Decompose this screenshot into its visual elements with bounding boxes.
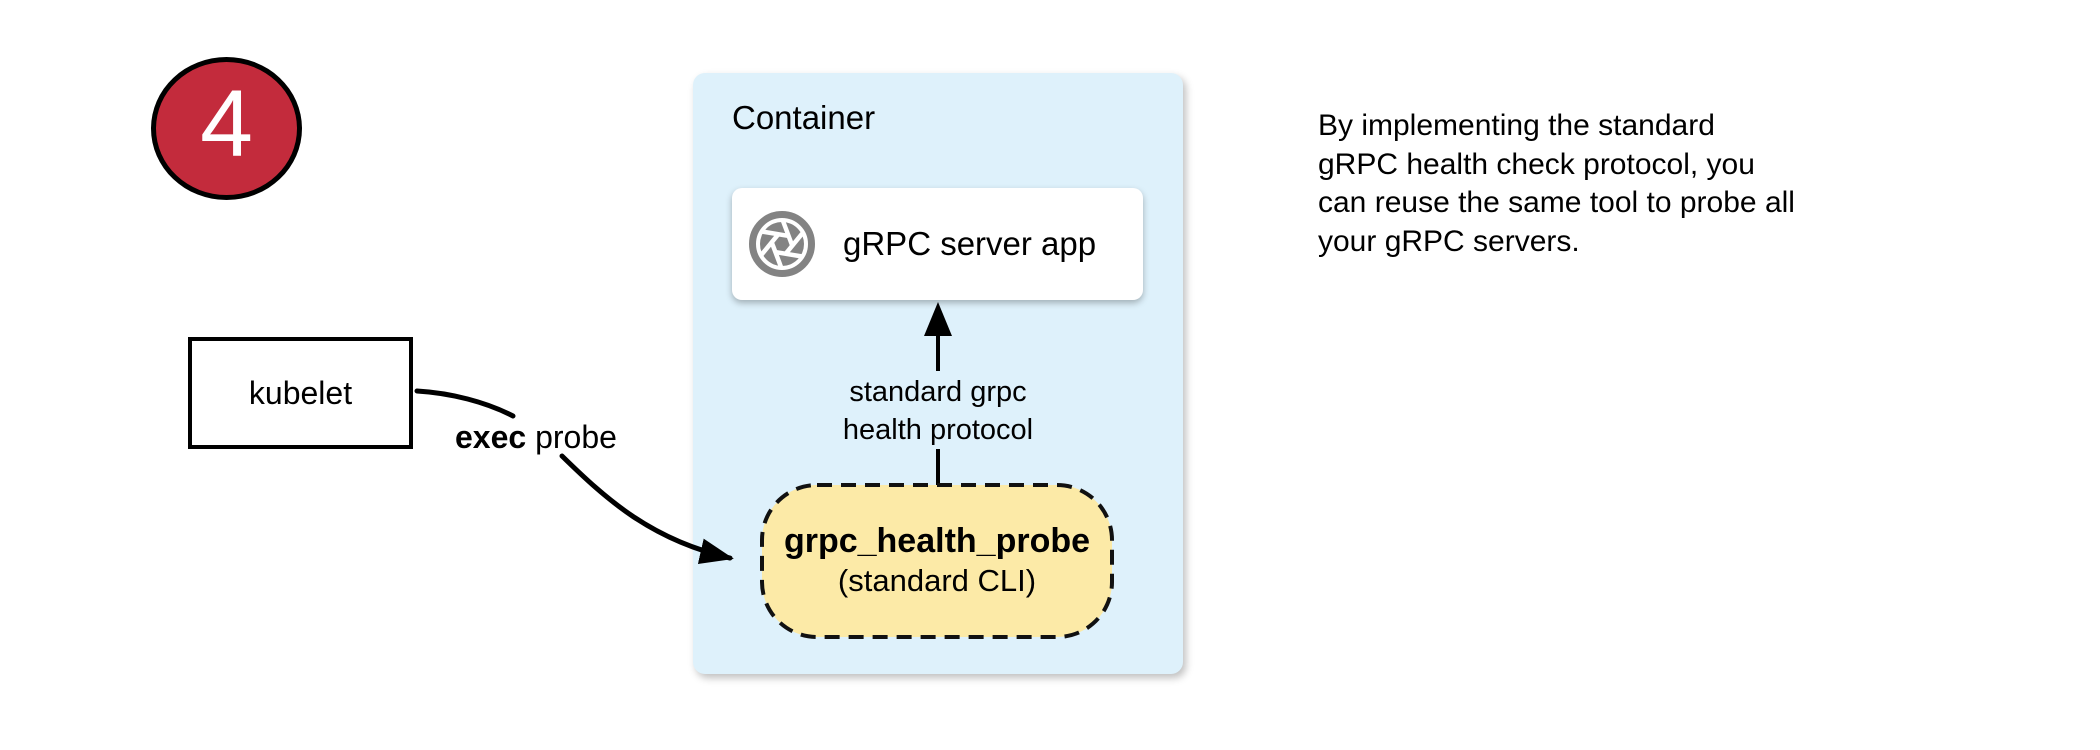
step-badge: 4 [151,57,302,200]
exec-probe-label: exec probe [455,419,617,456]
step-number: 4 [200,71,253,177]
side-note-line: gRPC health check protocol, you [1318,147,1755,181]
aperture-icon [749,211,815,277]
side-note-line: By implementing the standard [1318,109,1715,142]
health-protocol-line2: health protocol [842,414,1034,446]
grpc-health-probe-label: grpc_health_probe [783,522,1091,560]
grpc-health-probe-sublabel: (standard CLI) [837,563,1037,598]
health-protocol-label: standard grpc health protocol [787,373,1089,449]
exec-probe-label-rest: probe [526,419,617,455]
exec-arrow-segment-1 [414,388,516,419]
grpc-health-probe-text: grpc_health_probe (standard CLI) [762,485,1112,637]
kubelet-box: kubelet [188,337,413,449]
grpc-server-app-label: gRPC server app [843,225,1097,262]
container-label: Container [732,99,876,136]
health-protocol-line1: standard grpc [849,376,1027,408]
side-note: By implementing the standard gRPC health… [1318,107,1795,261]
kubelet-label: kubelet [248,374,353,411]
grpc-server-app-box: gRPC server app [732,188,1143,300]
exec-probe-label-bold: exec [455,419,527,455]
side-note-line: can reuse the same tool to probe all [1318,186,1795,219]
side-note-line: your gRPC servers. [1318,224,1580,258]
